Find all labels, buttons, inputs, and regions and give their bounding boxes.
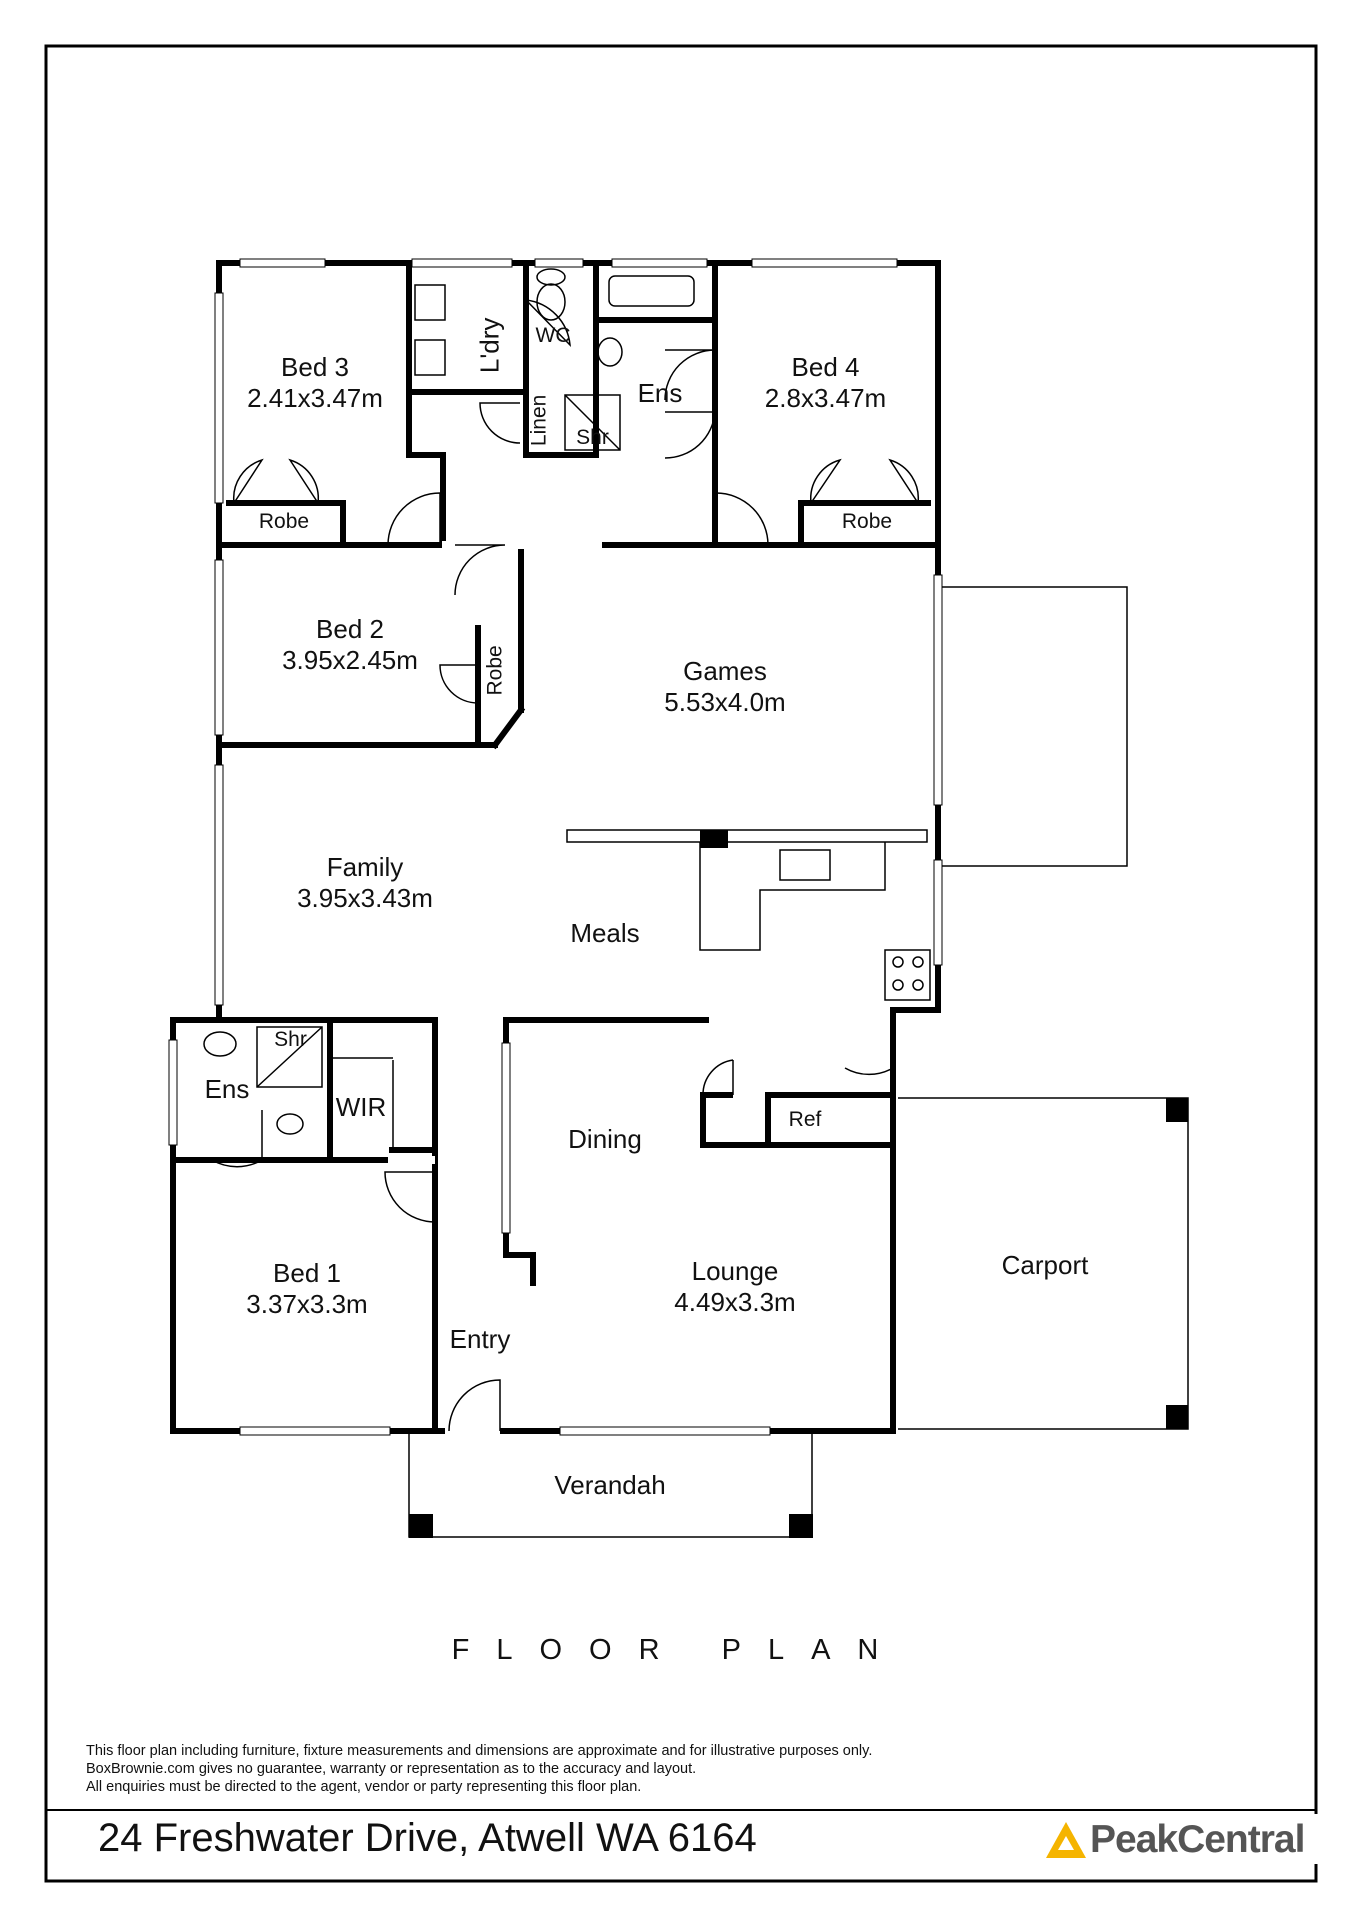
bed2-name: Bed 2 bbox=[316, 614, 384, 644]
wir-label: WIR bbox=[335, 1092, 387, 1122]
bed3-name: Bed 3 bbox=[281, 352, 349, 382]
outdoor-outlines bbox=[408, 586, 1189, 1538]
disclaimer-line-3: All enquiries must be directed to the ag… bbox=[86, 1779, 642, 1795]
walls bbox=[170, 260, 941, 1434]
family-dims: 3.95x3.43m bbox=[297, 882, 433, 913]
games-name: Games bbox=[683, 656, 767, 686]
entry-label: Entry bbox=[449, 1324, 511, 1354]
bed1-label: Bed 1 3.37x3.3m bbox=[222, 1258, 392, 1319]
bed3-label: Bed 3 2.41x3.47m bbox=[230, 352, 400, 413]
bed1-name: Bed 1 bbox=[273, 1258, 341, 1288]
door-openings bbox=[388, 541, 602, 1436]
robe-right-label: Robe bbox=[841, 510, 893, 533]
posts bbox=[409, 1098, 1188, 1538]
bed4-name: Bed 4 bbox=[791, 352, 860, 382]
robe-bed2-label: Robe bbox=[483, 645, 507, 696]
brand-name: PeakCentral bbox=[1090, 1818, 1305, 1861]
property-address: 24 Freshwater Drive, Atwell WA 6164 bbox=[98, 1816, 757, 1860]
games-label: Games 5.53x4.0m bbox=[640, 656, 810, 717]
family-name: Family bbox=[326, 852, 404, 882]
verandah-label: Verandah bbox=[554, 1470, 666, 1500]
disclaimer: This floor plan including furniture, fix… bbox=[86, 1742, 872, 1796]
meals-label: Meals bbox=[570, 918, 640, 948]
linen-label: Linen bbox=[527, 394, 551, 447]
ens-top-label: Ens bbox=[637, 378, 683, 408]
bed3-dims: 2.41x3.47m bbox=[247, 382, 383, 413]
column bbox=[700, 830, 728, 848]
lounge-dims: 4.49x3.3m bbox=[674, 1286, 796, 1317]
lounge-name: Lounge bbox=[691, 1256, 779, 1286]
bed4-dims: 2.8x3.47m bbox=[764, 382, 887, 413]
disclaimer-line-1: This floor plan including furniture, fix… bbox=[86, 1743, 873, 1759]
dining-label: Dining bbox=[568, 1124, 642, 1154]
laundry-label: L'dry bbox=[474, 317, 505, 374]
bed2-label: Bed 2 3.95x2.45m bbox=[265, 614, 435, 675]
page-border bbox=[44, 44, 1318, 1883]
brand-logo: PeakCentral bbox=[1012, 1814, 1320, 1864]
plan-title: FLOOR PLAN bbox=[451, 1634, 906, 1666]
windows bbox=[168, 258, 943, 1436]
ref-label: Ref bbox=[788, 1108, 822, 1131]
brand-mark-icon bbox=[1046, 1822, 1086, 1858]
ens-bottom-label: Ens bbox=[204, 1074, 250, 1104]
robe-left-label: Robe bbox=[258, 510, 310, 533]
games-dims: 5.53x4.0m bbox=[664, 686, 786, 717]
lounge-label: Lounge 4.49x3.3m bbox=[650, 1256, 820, 1317]
carport-label: Carport bbox=[1001, 1250, 1089, 1280]
bed1-dims: 3.37x3.3m bbox=[246, 1288, 368, 1319]
bed2-dims: 3.95x2.45m bbox=[282, 644, 418, 675]
wc-label: WC bbox=[535, 324, 571, 347]
bed4-label: Bed 4 2.8x3.47m bbox=[738, 352, 913, 413]
family-label: Family 3.95x3.43m bbox=[280, 852, 450, 913]
shr-bottom-label: Shr bbox=[274, 1028, 307, 1051]
door-swings bbox=[211, 299, 920, 1432]
disclaimer-line-2: BoxBrownie.com gives no guarantee, warra… bbox=[86, 1761, 697, 1777]
shr-top-label: Shr bbox=[576, 426, 609, 449]
fixtures bbox=[203, 268, 931, 1150]
